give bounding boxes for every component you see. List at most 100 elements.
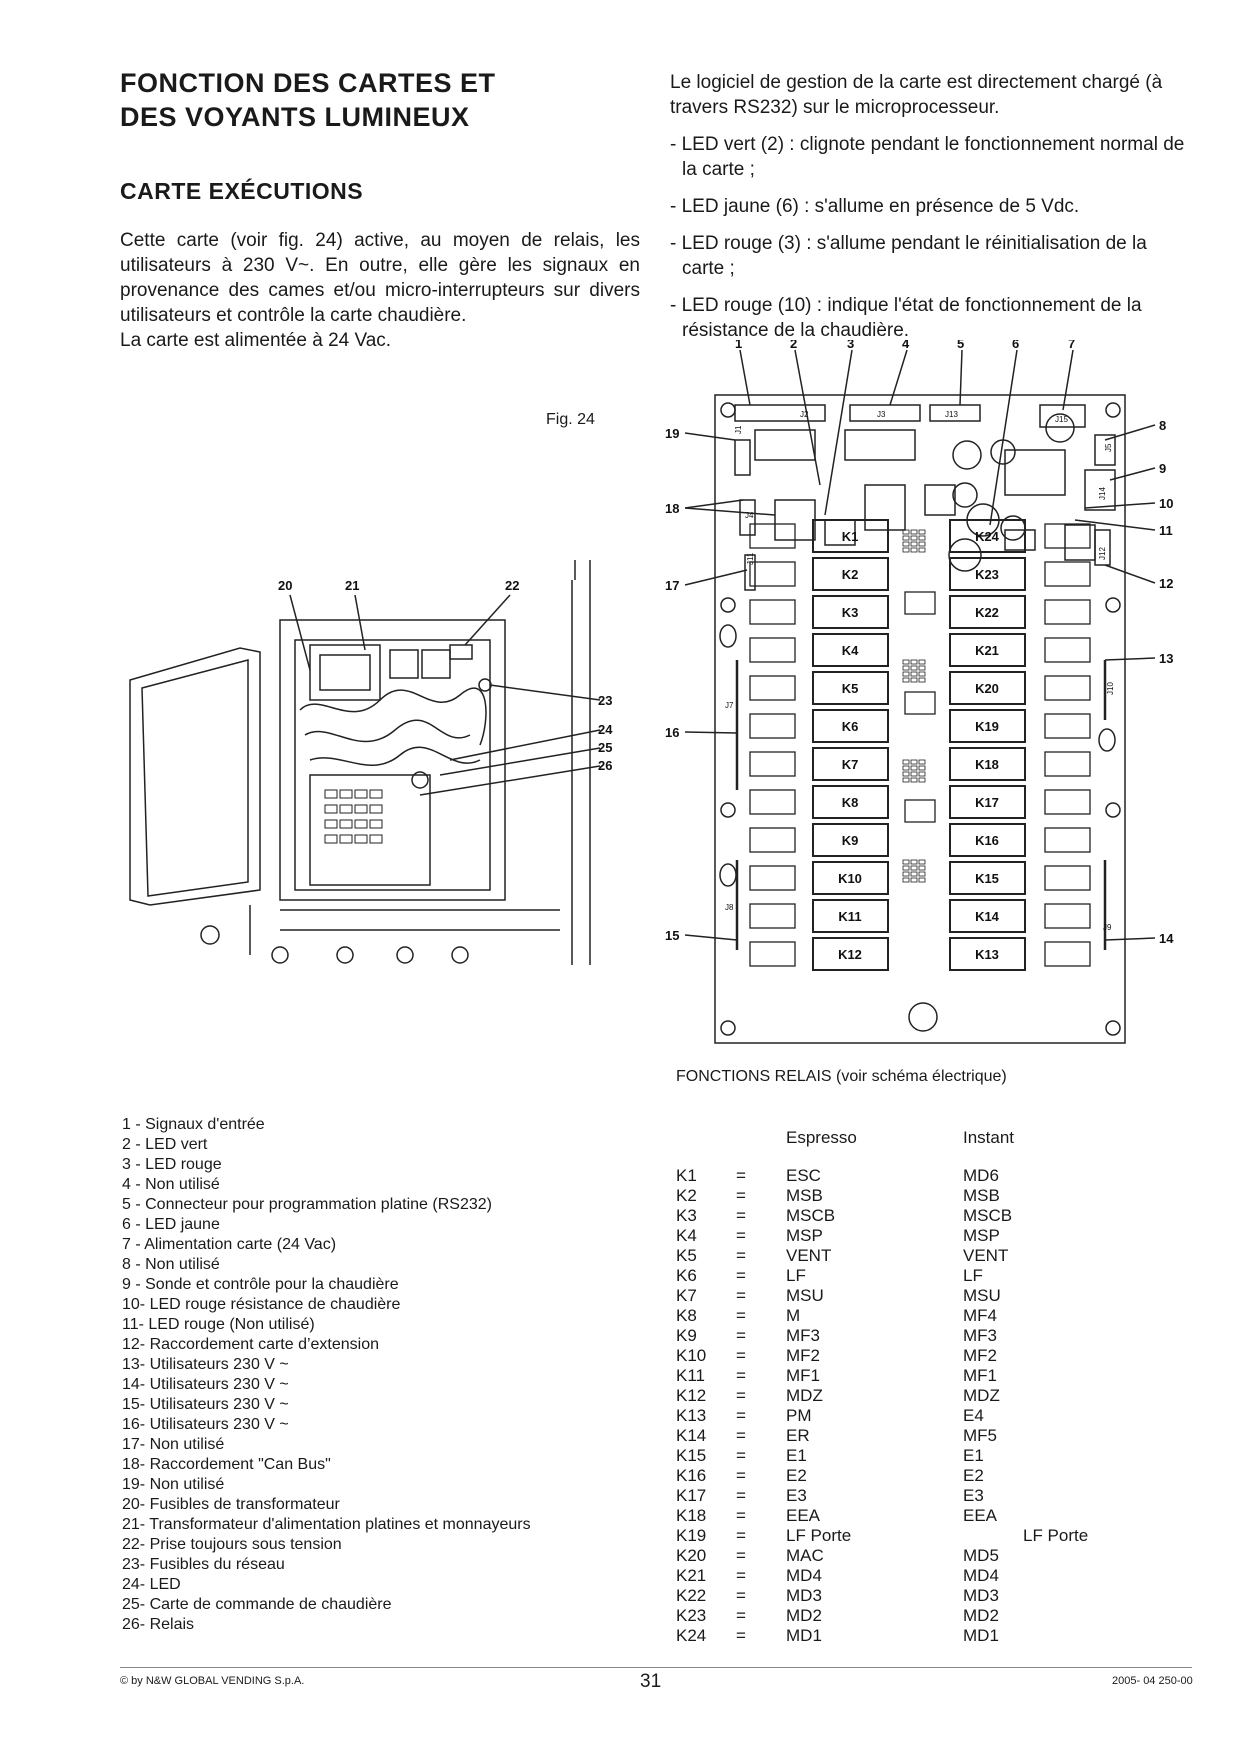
led-item: - LED rouge (10) : indique l'état de fon… xyxy=(670,295,1142,341)
relay-espresso: MD1 xyxy=(786,1626,822,1645)
relay-k: K7 xyxy=(676,1286,697,1305)
connector-label: J3 xyxy=(877,410,886,419)
relay-espresso: MDZ xyxy=(786,1386,823,1405)
chip-cell xyxy=(902,759,910,765)
callout-label: 16 xyxy=(665,725,679,740)
relay-instant: MD1 xyxy=(963,1626,999,1645)
relay-box xyxy=(949,633,1026,667)
chip-cell xyxy=(918,865,926,871)
terminal-block xyxy=(749,599,796,625)
relay-espresso: MSCB xyxy=(786,1206,836,1225)
chip-cell xyxy=(902,771,910,777)
relay-k: K17 xyxy=(676,1486,707,1505)
chip-cell xyxy=(918,671,926,677)
led-item: - LED vert (2) : clignote pendant le fon… xyxy=(670,134,1185,180)
relay-k: K9 xyxy=(676,1326,697,1345)
connector-label: J15 xyxy=(1055,415,1068,424)
terminal-block xyxy=(749,675,796,701)
relay-eq: = xyxy=(736,1566,746,1585)
relay-box xyxy=(949,899,1026,933)
relay-eq: = xyxy=(736,1286,746,1305)
relay-eq: = xyxy=(736,1546,746,1565)
relay-k: K1 xyxy=(676,1166,697,1185)
chip-cell xyxy=(910,777,918,783)
chip-cell xyxy=(918,529,926,535)
relay-label: K5 xyxy=(842,681,859,696)
relay-box xyxy=(949,937,1026,971)
legend-item: 2 - LED vert xyxy=(122,1136,208,1153)
chip-cell xyxy=(910,877,918,883)
relay-box xyxy=(812,823,889,857)
callout-label: 23 xyxy=(598,693,612,708)
chip-cell xyxy=(918,765,926,771)
callout-label: 9 xyxy=(1159,461,1166,476)
relay-label: K15 xyxy=(975,871,999,886)
footer-divider xyxy=(120,1667,1192,1668)
relay-eq: = xyxy=(736,1446,746,1465)
chip-cell xyxy=(902,541,910,547)
callout-label: 6 xyxy=(1012,340,1019,351)
relay-label: K4 xyxy=(842,643,859,658)
legend-item: 4 - Non utilisé xyxy=(122,1176,220,1193)
relay-instant: MD4 xyxy=(963,1566,999,1585)
chip-cell xyxy=(902,671,910,677)
relay-k: K21 xyxy=(676,1566,707,1585)
relay-instant: E3 xyxy=(963,1486,984,1505)
callout-label: 20 xyxy=(278,578,292,593)
legend-item: 17- Non utilisé xyxy=(122,1436,225,1453)
relay-espresso: MF1 xyxy=(786,1366,820,1385)
callout-label: 10 xyxy=(1159,496,1173,511)
chip-cell xyxy=(918,871,926,877)
callout-label: 17 xyxy=(665,578,679,593)
relay-box xyxy=(812,557,889,591)
chip-cell xyxy=(902,871,910,877)
callout-label: 15 xyxy=(665,928,679,943)
relay-k: K12 xyxy=(676,1386,707,1405)
terminal-block xyxy=(1044,903,1091,929)
chip-cell xyxy=(902,765,910,771)
relay-instant: MD2 xyxy=(963,1606,999,1625)
callout-label: 24 xyxy=(598,722,613,737)
intro-paragraph: La carte est alimentée à 24 Vac. xyxy=(120,330,392,351)
chip-cell xyxy=(918,547,926,553)
relay-instant: E2 xyxy=(963,1466,984,1485)
relay-espresso: EEA xyxy=(786,1506,821,1525)
relay-box xyxy=(812,671,889,705)
intro-paragraph: Cette carte (voir fig. 24) active, au mo… xyxy=(120,230,640,326)
chip-cell xyxy=(918,677,926,683)
led-item: - LED jaune (6) : s'allume en présence d… xyxy=(670,196,1080,217)
relay-box xyxy=(812,937,889,971)
chip-cell xyxy=(918,759,926,765)
relay-label: K24 xyxy=(975,529,1000,544)
terminal-block xyxy=(749,827,796,853)
legend-item: 16- Utilisateurs 230 V ~ xyxy=(122,1416,289,1433)
relay-box xyxy=(949,709,1026,743)
relay-espresso: M xyxy=(786,1306,801,1325)
led-item: - LED rouge (3) : s'allume pendant le ré… xyxy=(670,233,1147,279)
relay-label: K21 xyxy=(975,643,999,658)
relay-label: K18 xyxy=(975,757,999,772)
chip-cell xyxy=(918,541,926,547)
relay-k: K6 xyxy=(676,1266,697,1285)
connector-label: J13 xyxy=(945,410,958,419)
relay-eq: = xyxy=(736,1466,746,1485)
relay-label: K6 xyxy=(842,719,859,734)
terminal-block xyxy=(1044,523,1091,549)
terminal-block xyxy=(749,523,796,549)
connector-label: J10 xyxy=(1106,682,1115,695)
chip-cell xyxy=(902,547,910,553)
relay-k: K18 xyxy=(676,1506,707,1525)
callout-label: 5 xyxy=(957,340,964,351)
terminal-block xyxy=(749,903,796,929)
chip-cell xyxy=(918,535,926,541)
relay-label: K3 xyxy=(842,605,859,620)
connector-label: J4 xyxy=(745,511,754,520)
callout-label: 2 xyxy=(790,340,797,351)
terminal-block xyxy=(1044,713,1091,739)
